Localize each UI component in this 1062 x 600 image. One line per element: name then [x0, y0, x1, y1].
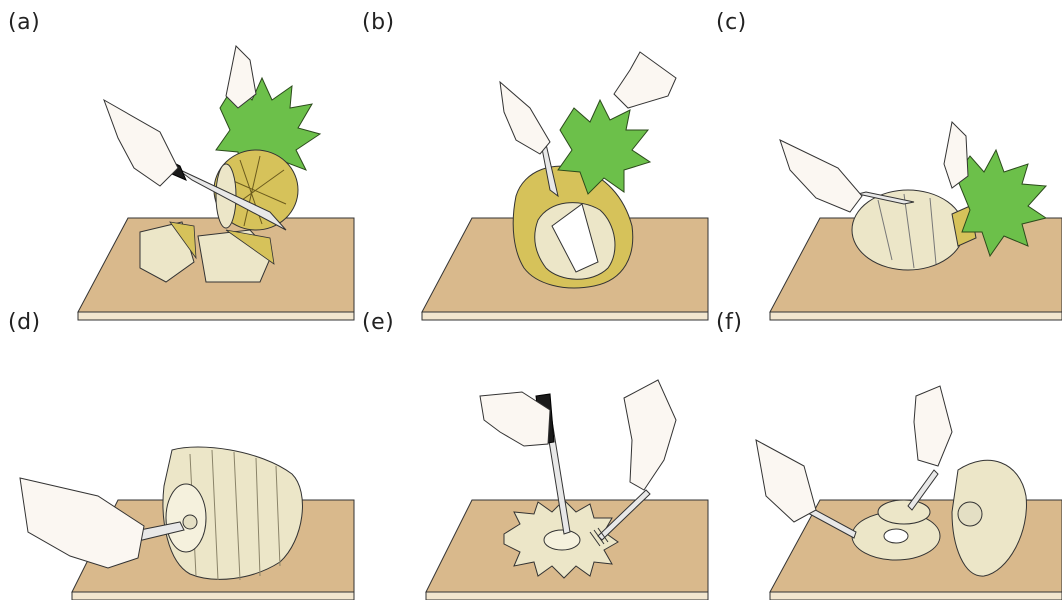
hand-left: [500, 82, 550, 154]
hand-right: [944, 122, 968, 188]
panel-c: (c): [708, 0, 1062, 300]
hand-right: [914, 386, 952, 466]
illustration-remove-eyes: [708, 0, 1062, 300]
panel-a: (a): [0, 0, 354, 300]
illustration-peel-skin: [354, 0, 708, 300]
illustration-core-fruit: [0, 300, 354, 600]
hand-right: [614, 52, 676, 108]
panel-b: (b): [354, 0, 708, 300]
illustration-slice-ring: [354, 300, 708, 600]
hand-left: [756, 440, 816, 522]
pineapple-peeled: [163, 447, 302, 580]
hand-left: [104, 100, 178, 186]
panel-e: (e): [354, 300, 708, 600]
panel-d: (d): [0, 300, 354, 600]
hand-left: [780, 140, 862, 212]
hand-right: [624, 380, 676, 490]
illustration-cut-ends: [0, 0, 354, 300]
panel-f: (f): [708, 300, 1062, 600]
pineapple-body: [214, 150, 298, 230]
illustration-serve-slices: [708, 300, 1062, 600]
hand-left: [20, 478, 144, 568]
